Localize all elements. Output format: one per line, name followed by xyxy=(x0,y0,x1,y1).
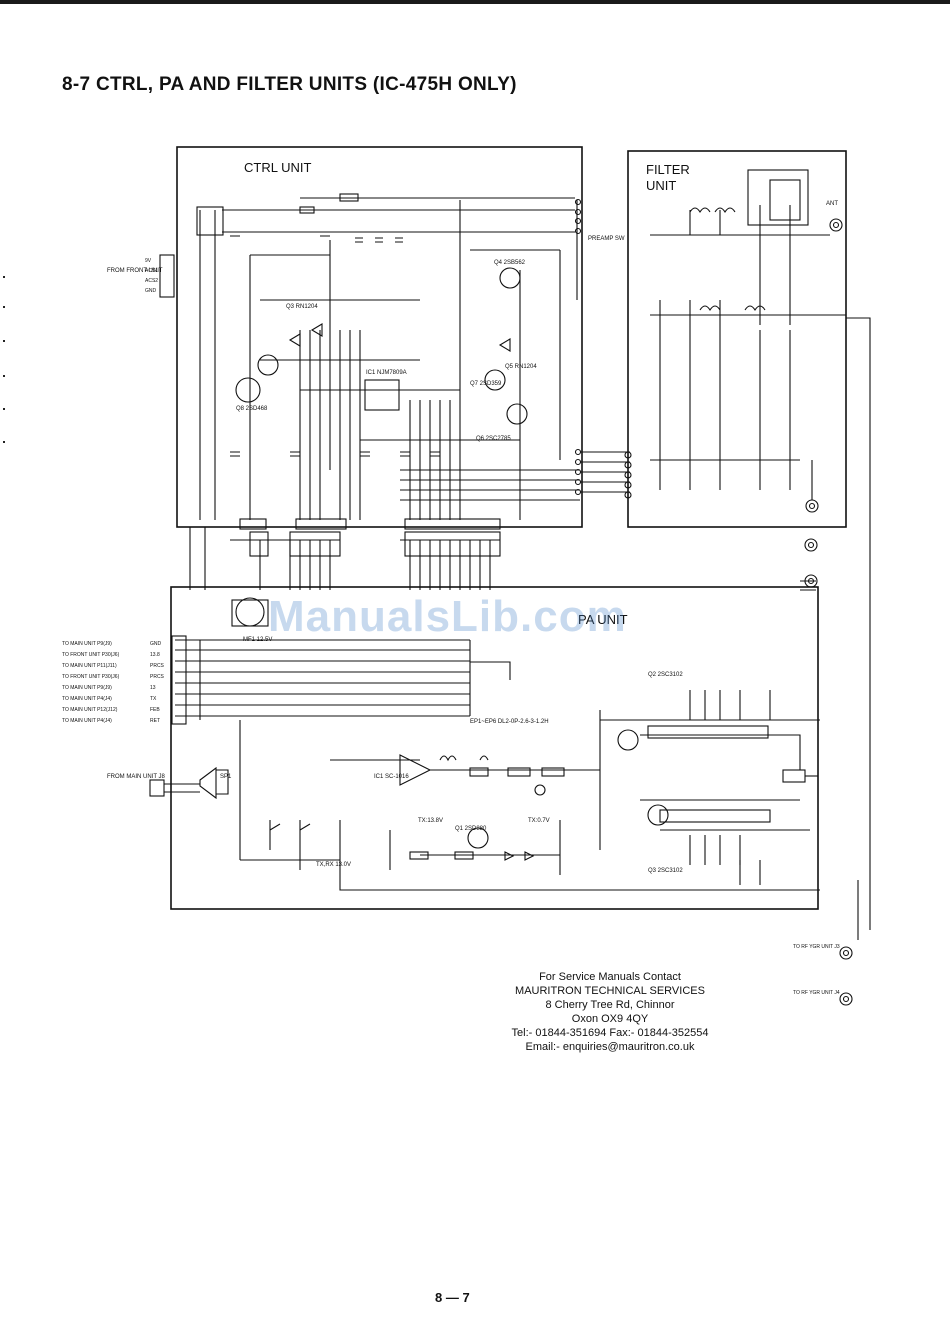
main-unit-ref-3: TO MAIN UNIT P11(J11) xyxy=(62,663,117,669)
margin-dot xyxy=(3,340,5,342)
contact-line: 8 Cherry Tree Rd, Chinnor xyxy=(545,999,675,1011)
tx-13-8-label: TX:13.8V xyxy=(418,818,443,824)
tx-rx-13-label: TX,RX 13.0V xyxy=(316,862,351,868)
contact-line: Email:- enquiries@mauritron.co.uk xyxy=(525,1041,695,1053)
page-number: 8 — 7 xyxy=(435,1290,470,1305)
preamp-sw-label: PREAMP SW xyxy=(588,236,625,242)
ic1-ctrl-label: IC1 NJM7809A xyxy=(366,370,407,376)
margin-dot xyxy=(3,408,5,410)
filter-unit-box xyxy=(627,150,847,528)
margin-dot xyxy=(3,441,5,443)
q1-pa-label: Q1 2SD880 xyxy=(455,826,487,832)
q2-pa-label: Q2 2SC3102 xyxy=(648,672,683,678)
p1-pin-acs2: ACS2 xyxy=(145,278,158,284)
contact-line: Oxon OX9 4QY xyxy=(571,1013,649,1025)
from-main-unit-label: FROM MAIN UNIT J8 xyxy=(107,774,166,780)
contact-line: For Service Manuals Contact xyxy=(539,971,681,983)
q7-label: Q7 2SD359 xyxy=(470,381,502,387)
main-unit-sig-7: FEB xyxy=(150,707,160,713)
sp1-label: SP1 xyxy=(220,774,232,780)
contact-line: MAURITRON TECHNICAL SERVICES xyxy=(515,985,705,997)
margin-dot xyxy=(3,306,5,308)
main-unit-sig-5: 13 xyxy=(150,685,156,691)
ant-label: ANT xyxy=(826,201,838,207)
main-unit-ref-1: TO MAIN UNIT P9(J9) xyxy=(62,641,112,647)
main-unit-ref-2: TO FRONT UNIT P30(J6) xyxy=(62,652,120,658)
q3-ctrl-label: Q3 RN1204 xyxy=(286,304,318,310)
to-rf-ygr-j4-label: TO RF YGR UNIT J4 xyxy=(793,990,840,996)
q6-label: Q6 2SC2785 xyxy=(476,436,511,442)
q5-label: Q5 RN1204 xyxy=(505,364,537,370)
margin-dot xyxy=(3,375,5,377)
ep-note-label: EP1~EP6 DL2-0P-2.6-3-1.2H xyxy=(470,719,549,725)
q4-label: Q4 2SB562 xyxy=(494,260,526,266)
from-front-unit-label: FROM FRONT UNIT xyxy=(107,268,163,274)
page-title: 8-7 CTRL, PA AND FILTER UNITS (IC-475H O… xyxy=(62,74,517,95)
margin-dot xyxy=(3,276,5,278)
p1-pin-acs1: ACS1 xyxy=(145,268,158,274)
main-unit-ref-8: TO MAIN UNIT P4(J4) xyxy=(62,718,112,724)
mf1-label: MF1 12.5V xyxy=(243,637,272,643)
filter-unit-label-1: FILTER xyxy=(646,162,690,177)
main-unit-sig-4: PRCS xyxy=(150,674,165,680)
top-border xyxy=(0,0,950,4)
main-unit-sig-8: RET xyxy=(150,718,160,724)
pa-unit-label: PA UNIT xyxy=(578,612,628,627)
p1-pin-gnd: GND xyxy=(145,288,157,294)
main-unit-sig-6: TX xyxy=(150,696,157,702)
main-unit-sig-3: PRCS xyxy=(150,663,165,669)
watermark: ManualsLib.com xyxy=(268,592,627,641)
p1-pin-9v: 9V xyxy=(145,258,152,264)
ic1-ctrl-symbol xyxy=(364,379,400,411)
main-unit-ref-6: TO MAIN UNIT P4(J4) xyxy=(62,696,112,702)
ic1-pa-label: IC1 SC-1016 xyxy=(374,774,409,780)
main-unit-ref-7: TO MAIN UNIT P12(J12) xyxy=(62,707,118,713)
pa-unit-box xyxy=(170,586,819,910)
tx-0-7-label: TX:0.7V xyxy=(528,818,550,824)
filter-unit-label-2: UNIT xyxy=(646,178,676,193)
main-unit-sig-2: 13.8 xyxy=(150,652,160,658)
main-unit-ref-4: TO FRONT UNIT P30(J6) xyxy=(62,674,120,680)
contact-line: Tel:- 01844-351694 Fax:- 01844-352554 xyxy=(511,1027,709,1039)
contact-block: For Service Manuals Contact MAURITRON TE… xyxy=(505,970,715,1054)
main-unit-ref-5: TO MAIN UNIT P9(J9) xyxy=(62,685,112,691)
ctrl-unit-label: CTRL UNIT xyxy=(244,160,311,175)
to-rf-ygr-j3-label: TO RF YGR UNIT J3 xyxy=(793,944,840,950)
fan-motor-symbol xyxy=(235,597,265,627)
q3-pa-label: Q3 2SC3102 xyxy=(648,868,683,874)
main-unit-sig-1: GND xyxy=(150,641,162,647)
q8-label: Q8 2SD468 xyxy=(236,406,268,412)
ctrl-unit-box xyxy=(176,146,583,528)
